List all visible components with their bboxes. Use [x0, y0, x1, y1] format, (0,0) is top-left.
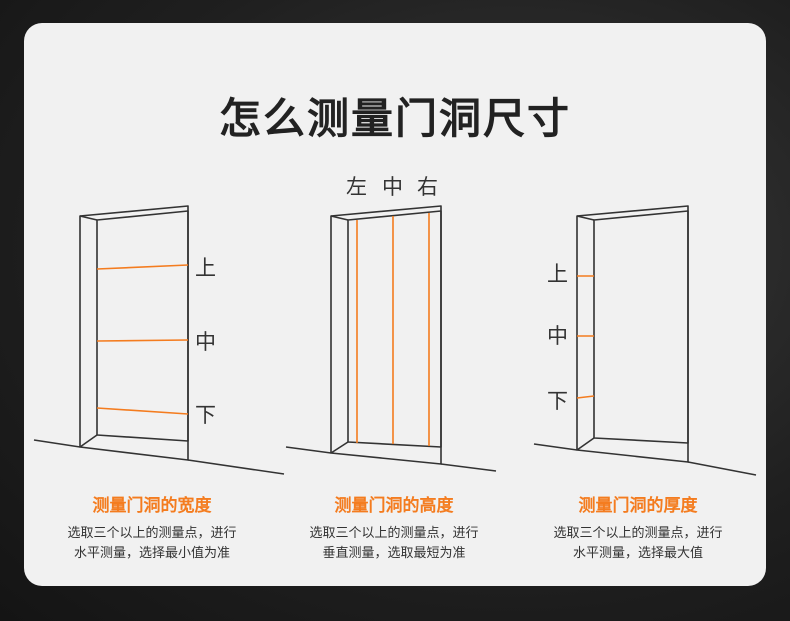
caption-heading: 测量门洞的宽度 — [92, 496, 212, 516]
caption-heading: 测量门洞的厚度 — [578, 496, 698, 516]
label-top: 上 — [195, 256, 216, 280]
label-left: 左 — [346, 175, 367, 199]
info-card: 怎么测量门洞尺寸 — [24, 23, 766, 586]
caption-line-1: 选取三个以上的测量点，进行 — [309, 526, 479, 541]
label-right: 右 — [417, 175, 438, 199]
caption-line-2: 垂直测量，选取最短为准 — [322, 546, 466, 561]
door-width-diagram — [33, 205, 285, 475]
label-bottom: 下 — [547, 389, 568, 413]
caption-line-1: 选取三个以上的测量点，进行 — [67, 526, 237, 541]
door-thickness-diagram — [533, 205, 757, 476]
caption-thickness: 测量门洞的厚度 选取三个以上的测量点，进行 水平测量，选择最大值 — [518, 491, 758, 564]
door-height-diagram — [285, 205, 497, 472]
label-middle: 中 — [195, 330, 216, 354]
label-middle: 中 — [547, 324, 568, 348]
measure-line-bottom — [576, 395, 595, 399]
label-bottom: 下 — [195, 403, 216, 427]
caption-line-2: 水平测量，选择最大值 — [572, 546, 703, 561]
label-top: 上 — [547, 262, 568, 286]
measure-line-middle — [96, 339, 189, 342]
page-title: 怎么测量门洞尺寸 — [218, 94, 571, 143]
door-illustrations — [33, 205, 757, 476]
caption-width: 测量门洞的宽度 选取三个以上的测量点，进行 水平测量，选择最小值为准 — [32, 491, 272, 564]
measure-line-top — [96, 264, 189, 270]
label-center: 中 — [382, 175, 403, 199]
caption-height: 测量门洞的高度 选取三个以上的测量点，进行 垂直测量，选取最短为准 — [274, 491, 514, 564]
caption-line-1: 选取三个以上的测量点，进行 — [553, 526, 723, 541]
measure-line-bottom — [96, 407, 189, 415]
caption-line-2: 水平测量，选择最小值为准 — [73, 546, 230, 561]
caption-heading: 测量门洞的高度 — [334, 496, 454, 516]
